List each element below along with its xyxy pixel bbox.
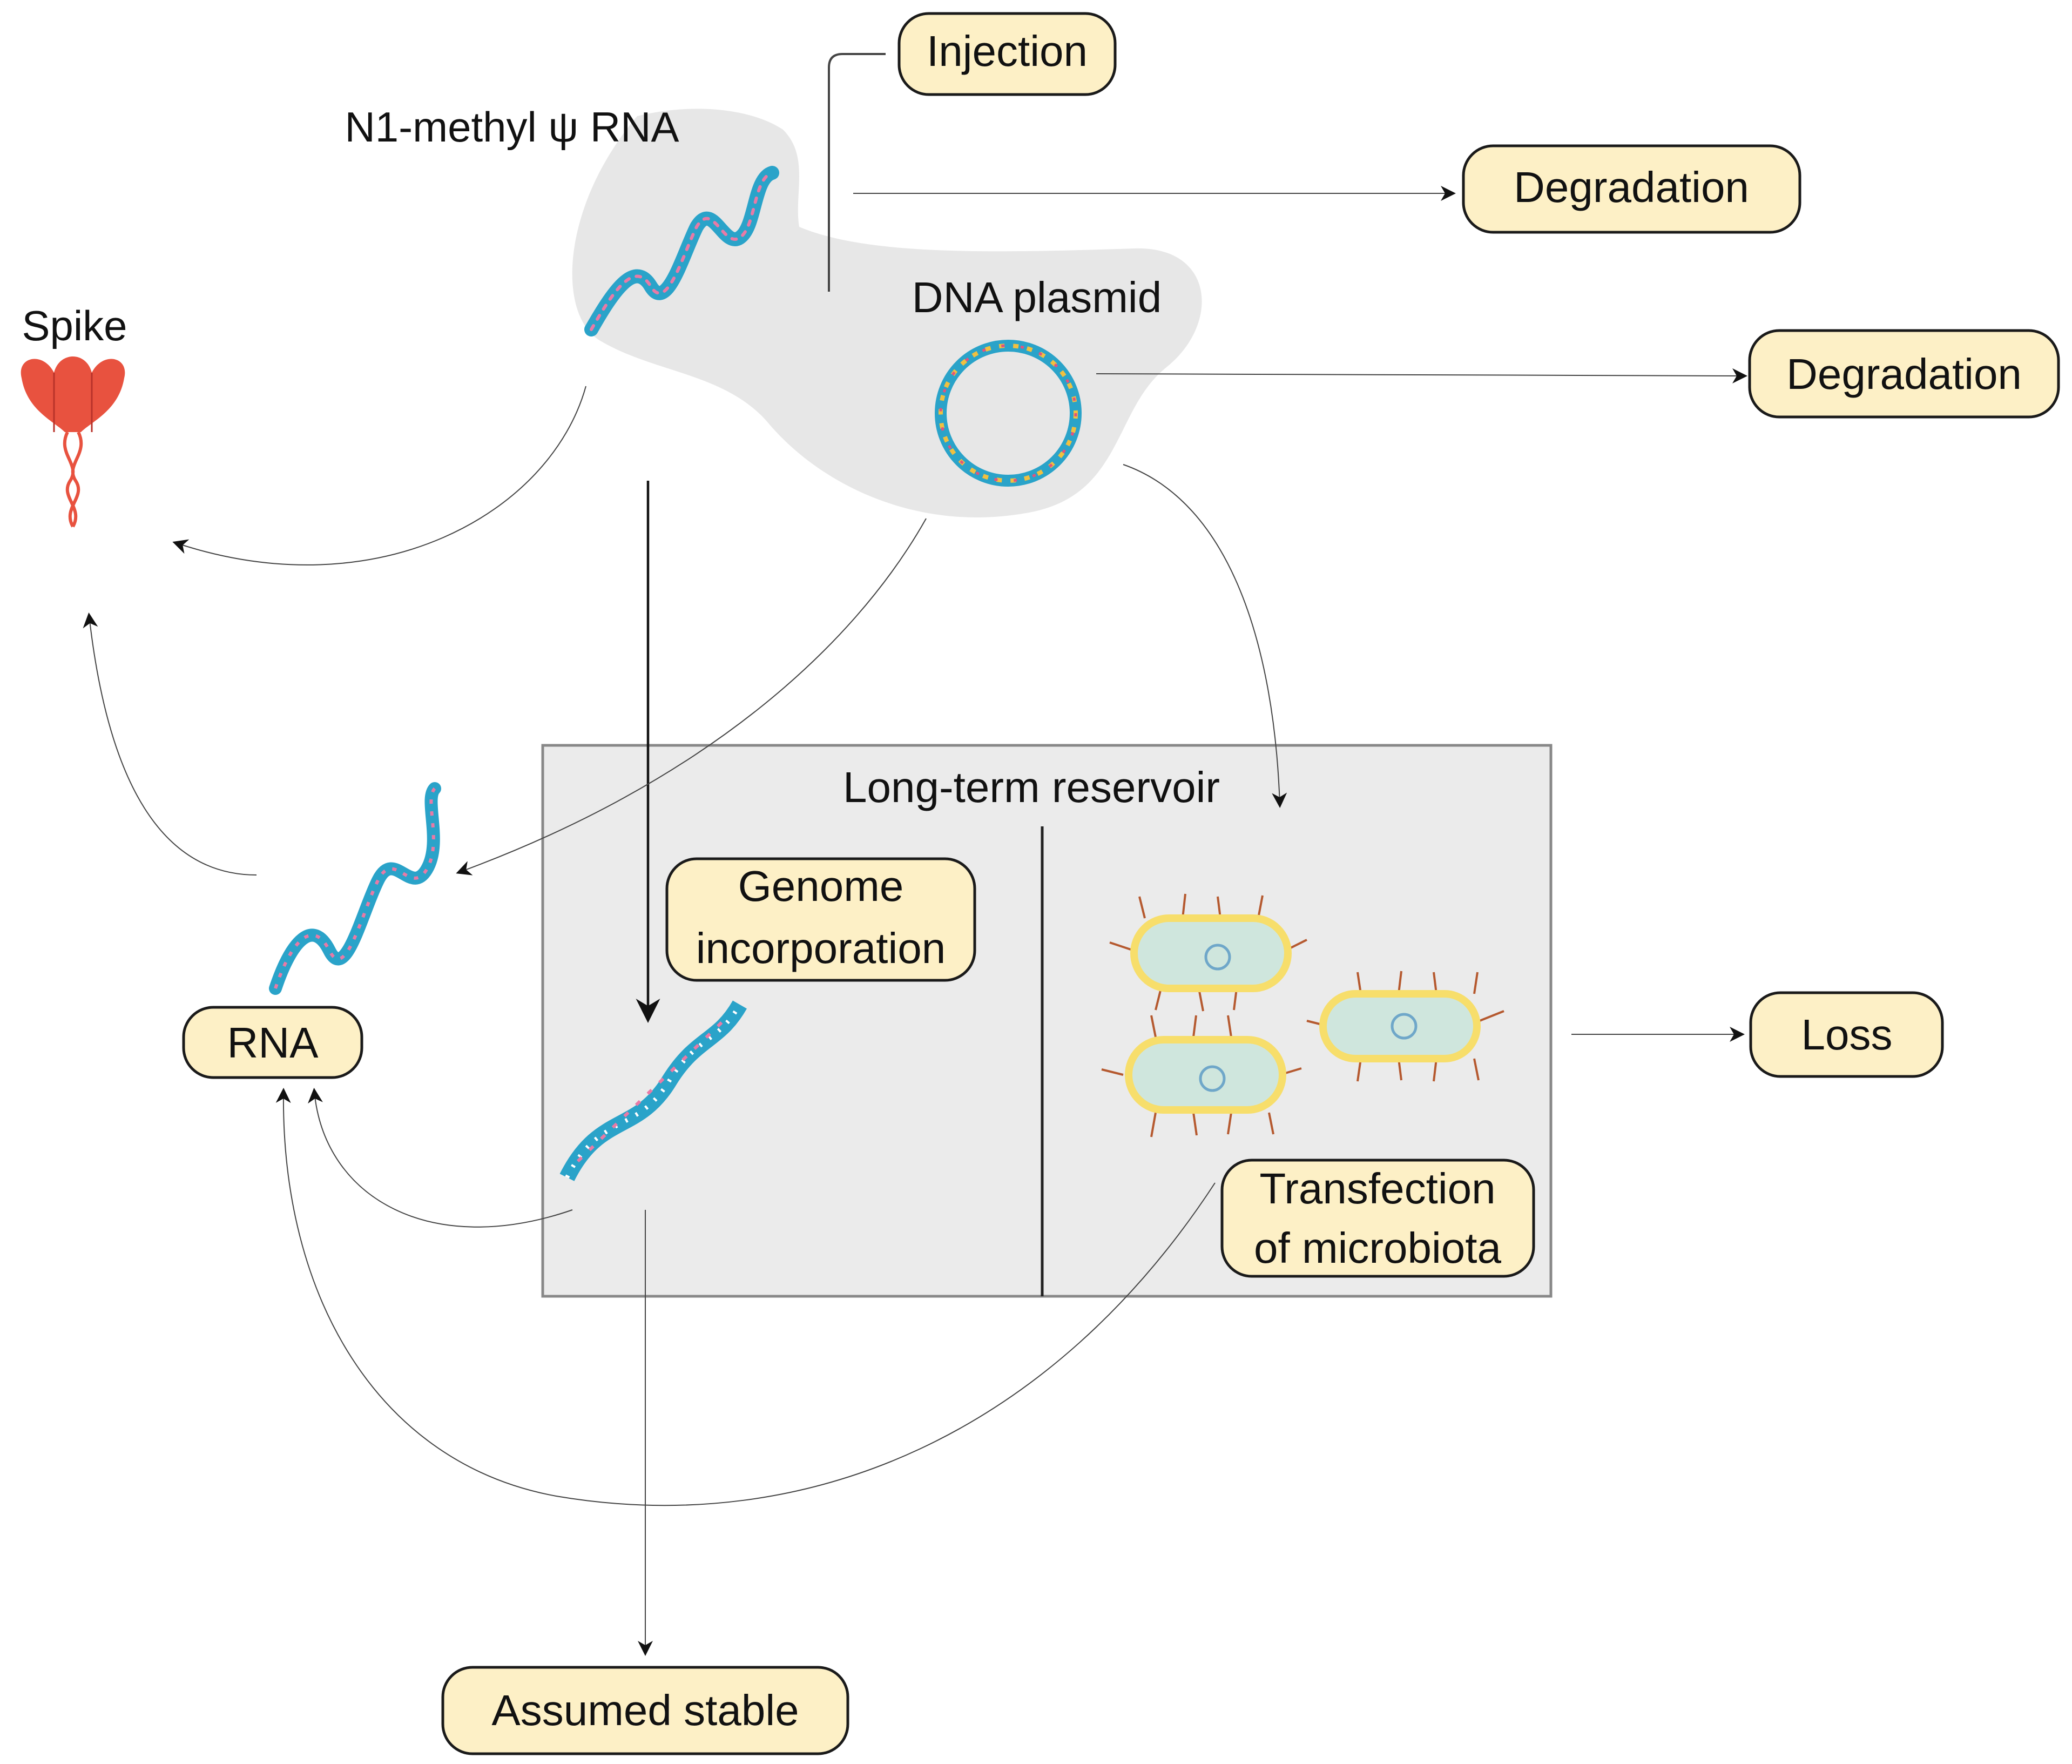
reservoir-label: Long-term reservoir (843, 763, 1220, 811)
lipid-nanoparticle-blob (572, 109, 1202, 517)
degradation-label-1: Degradation (1514, 163, 1749, 211)
arrow-microbiota-to-rna (275, 1088, 1216, 1506)
dna-plasmid-icon (935, 340, 1082, 487)
rna-helix-icon (584, 166, 779, 336)
degradation-label-2: Degradation (1786, 350, 2022, 398)
genome-incorporation-label-box: Genome incorporation (665, 857, 976, 982)
assumed-stable-label: Assumed stable (491, 1686, 799, 1734)
arrow-rna-to-spike (172, 386, 586, 565)
injection-connector (828, 53, 886, 292)
transfection-label-box: Transfection of microbiota (1220, 1159, 1535, 1278)
genome-dna-helix-icon (559, 1000, 747, 1181)
loss-label: Loss (1801, 1011, 1893, 1059)
injection-label-box: Injection (897, 12, 1117, 96)
rna-vector-label: N1-methyl ψ RNA (345, 103, 679, 151)
transfection-label-line2: of microbiota (1254, 1224, 1501, 1272)
assumed-stable-label-box: Assumed stable (441, 1666, 849, 1755)
rna-label-box: RNA (182, 1006, 363, 1079)
arrow-rna-transcript-to-spike (83, 612, 257, 876)
bacteria-icon (1101, 893, 1504, 1137)
genome-label-line1: Genome (738, 862, 904, 910)
transfection-label-line1: Transfection (1259, 1164, 1495, 1213)
injection-label: Injection (927, 27, 1088, 75)
rna-label: RNA (227, 1019, 319, 1067)
degradation-label-box-1: Degradation (1462, 144, 1801, 234)
arrow-to-degradation-2 (1096, 368, 1747, 383)
degradation-label-box-2: Degradation (1748, 329, 2060, 419)
genome-label-line2: incorporation (696, 924, 946, 972)
spike-label: Spike (22, 302, 127, 349)
arrow-genome-to-rna (308, 1088, 573, 1228)
arrow-plasmid-to-rna (456, 518, 927, 876)
dna-plasmid-label: DNA plasmid (912, 273, 1162, 321)
rna-transcript-icon (269, 782, 441, 995)
loss-label-box: Loss (1749, 991, 1944, 1078)
arrow-plasmid-to-microbiota (1123, 464, 1287, 808)
spike-protein-icon (21, 356, 125, 528)
